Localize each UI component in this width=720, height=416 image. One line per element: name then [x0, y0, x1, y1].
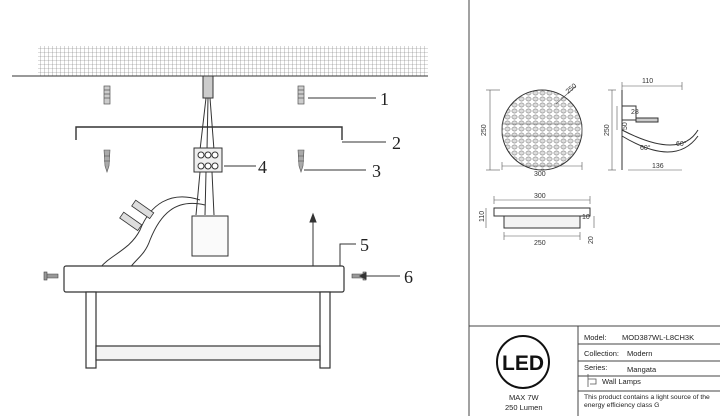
- collection-value: Modern: [627, 349, 653, 358]
- terminal-block: [193, 147, 223, 173]
- dim-top-height: 110: [479, 211, 486, 222]
- dim-side-small2: 28: [631, 109, 639, 116]
- wall-lamp-icon: [587, 374, 597, 387]
- sheet-frame: [468, 0, 720, 416]
- wire-connectors: [119, 199, 155, 232]
- front-view: [486, 85, 583, 171]
- model-label: Model:: [584, 333, 607, 342]
- dim-top-width: 300: [534, 193, 546, 200]
- leader-lines: [224, 97, 400, 280]
- dim-side-height: 250: [604, 124, 611, 136]
- series-label: Series:: [584, 363, 608, 372]
- dim-side-small1: 50: [622, 122, 629, 130]
- dim-front-height: 250: [481, 124, 488, 136]
- energy-note: This product contains a light source of …: [584, 394, 710, 409]
- power-text: MAX 7W: [509, 393, 539, 402]
- callout-2: 2: [392, 133, 401, 153]
- lamp-base-plate: [63, 265, 345, 293]
- led-logo: [496, 335, 550, 389]
- series-value: Mangata: [627, 365, 657, 374]
- driver-wires: [99, 171, 215, 269]
- callout-3: 3: [372, 161, 381, 181]
- wall-anchor-right: [297, 85, 305, 105]
- model-value: MOD387WL-L8CH3K: [622, 333, 695, 342]
- collection-label: Collection:: [584, 349, 620, 358]
- side-view: [608, 82, 699, 171]
- ceiling-wall: [12, 46, 428, 77]
- type-value: Wall Lamps: [602, 377, 641, 386]
- dim-top-small: 10: [582, 214, 590, 221]
- led-driver: [191, 215, 229, 257]
- up-arrow: [309, 212, 317, 266]
- dim-side-angle2: 60°: [676, 140, 687, 148]
- top-view: [485, 196, 595, 240]
- dim-front-width: 300: [534, 171, 546, 178]
- lumen-text: 250 Lumen: [505, 403, 543, 412]
- dim-side-depth: 110: [642, 78, 653, 85]
- power-wires: [199, 75, 215, 151]
- dim-front-diag: 250: [565, 83, 579, 96]
- side-screw-left: [43, 271, 59, 281]
- mounting-bracket: [75, 126, 343, 140]
- wall-anchor-left: [103, 85, 111, 105]
- lamp-diffuser: [85, 291, 331, 369]
- dim-side-angle1: 60°: [640, 144, 651, 152]
- callout-5: 5: [360, 235, 369, 255]
- callout-4: 4: [258, 157, 267, 177]
- screw-right: [297, 149, 305, 173]
- callout-6: 6: [404, 267, 413, 287]
- callout-1: 1: [380, 89, 389, 109]
- dim-top-side: 20: [588, 236, 595, 244]
- led-logo-text: LED: [502, 352, 544, 375]
- dim-top-inner: 250: [534, 240, 546, 247]
- screw-left: [103, 149, 111, 173]
- dim-side-bottom: 136: [652, 163, 664, 170]
